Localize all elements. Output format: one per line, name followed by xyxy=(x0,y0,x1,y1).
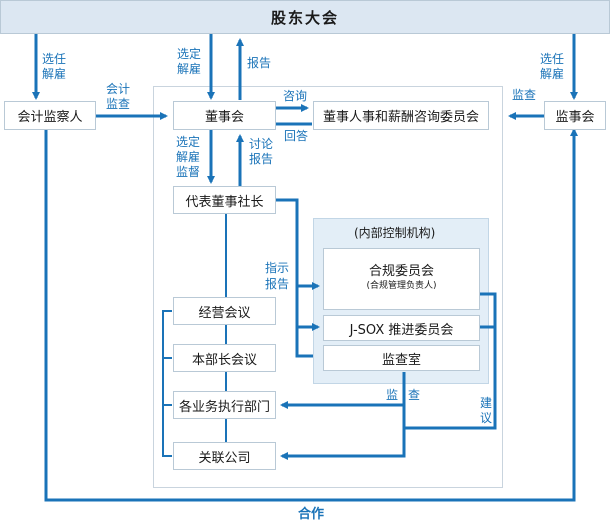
audit-bottom-label-1: 监 xyxy=(386,388,399,402)
internal-audit-office-box: 监查室 xyxy=(323,345,480,371)
answer-label: 回答 xyxy=(284,129,309,143)
audit-right-label: 监查 xyxy=(512,88,537,102)
elect-dismiss-left-label-2: 解雇 xyxy=(42,67,67,81)
jsox-committee-box: J-SOX 推进委员会 xyxy=(323,315,480,341)
elect-dismiss-right-label-2: 解雇 xyxy=(540,67,565,81)
nomination-compensation-committee-box: 董事人事和薪酬咨询委员会 xyxy=(313,101,489,130)
instruct-report-label-1: 指示 xyxy=(265,261,290,275)
representative-president-box: 代表董事社长 xyxy=(173,186,276,214)
select-supervise-label-1: 选定 xyxy=(176,135,201,149)
discuss-report-label-2: 报告 xyxy=(249,152,274,166)
compliance-officer-label: (合规管理负责人) xyxy=(366,281,437,291)
discuss-report-label-1: 讨论 xyxy=(249,137,274,151)
business-execution-depts-box: 各业务执行部门 xyxy=(173,391,276,419)
advise-label-1: 建 xyxy=(480,396,493,410)
compliance-committee-label: 合规委员会 xyxy=(368,264,434,279)
select-supervise-label-3: 监督 xyxy=(176,165,201,179)
select-supervise-label-2: 解雇 xyxy=(176,150,201,164)
consult-label: 咨询 xyxy=(283,89,308,103)
elect-dismiss-center-label-2: 解雇 xyxy=(177,62,202,76)
management-meeting-box: 经营会议 xyxy=(173,297,276,325)
division-heads-meeting-box: 本部长会议 xyxy=(173,344,276,372)
board-of-directors-box: 董事会 xyxy=(173,101,276,130)
accounting-auditor-box: 会计监察人 xyxy=(4,101,96,130)
elect-dismiss-center-label-1: 选定 xyxy=(177,47,202,61)
elect-dismiss-right-label-1: 选任 xyxy=(540,52,565,66)
internal-control-title: (内部控制机构) xyxy=(354,226,436,240)
affiliated-companies-box: 关联公司 xyxy=(173,442,276,470)
accounting-audit-label-1: 会计 xyxy=(106,82,131,96)
shareholders-meeting: 股东大会 xyxy=(0,0,610,34)
instruct-report-label-2: 报告 xyxy=(265,277,290,291)
advise-label-2: 议 xyxy=(480,411,493,425)
audit-bottom-label-2: 查 xyxy=(408,388,421,402)
elect-dismiss-left-label-1: 选任 xyxy=(42,52,67,66)
report-label: 报告 xyxy=(247,56,272,70)
board-of-supervisors-box: 监事会 xyxy=(544,101,606,130)
accounting-audit-label-2: 监查 xyxy=(106,97,131,111)
compliance-committee-box: 合规委员会 (合规管理负责人) xyxy=(323,248,480,310)
cooperate-label: 合作 xyxy=(298,507,325,522)
